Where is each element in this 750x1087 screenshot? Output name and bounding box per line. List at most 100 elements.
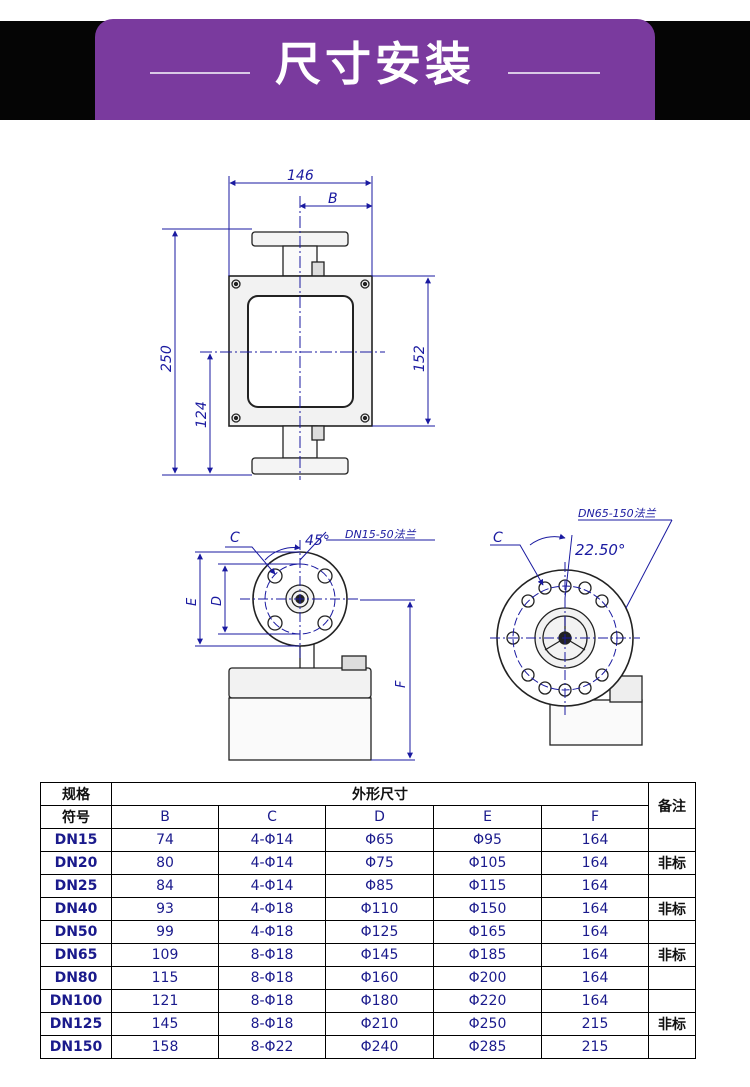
table-cell-c: 4-Φ14 <box>218 851 326 875</box>
table-cell-note <box>648 1035 696 1059</box>
header-spec-cell: 规格 <box>40 782 112 806</box>
table-cell-model: DN150 <box>40 1035 112 1059</box>
table-cell-f: 164 <box>541 828 649 852</box>
large-flange-dimensions <box>490 519 673 715</box>
column-header-c: C <box>218 805 326 829</box>
front-view-dimensions <box>162 176 435 480</box>
table-cell-c: 8-Φ18 <box>218 989 326 1013</box>
header-left-rule <box>150 72 250 74</box>
table-cell-d: Φ160 <box>325 966 434 990</box>
page-title: 尺寸安装 <box>275 37 475 91</box>
dim-124-label: 124 <box>194 401 210 428</box>
table-cell-b: 121 <box>111 989 219 1013</box>
table-cell-c: 8-Φ18 <box>218 966 326 990</box>
table-cell-b: 80 <box>111 851 219 875</box>
table-cell-d: Φ85 <box>325 874 434 898</box>
table-cell-model: DN100 <box>40 989 112 1013</box>
header-purple-tab <box>95 19 655 120</box>
small-flange-name-label: DN15-50法兰 <box>345 528 417 541</box>
table-cell-b: 109 <box>111 943 219 967</box>
table-cell-e: Φ250 <box>433 1012 542 1036</box>
table-cell-b: 145 <box>111 1012 219 1036</box>
table-cell-f: 164 <box>541 874 649 898</box>
large-flange-name-label: DN65-150法兰 <box>578 507 657 520</box>
table-cell-f: 164 <box>541 897 649 921</box>
table-cell-c: 4-Φ14 <box>218 828 326 852</box>
header-banner: 尺寸安装 <box>0 0 750 120</box>
table-cell-model: DN20 <box>40 851 112 875</box>
dim-250-label: 250 <box>159 345 175 372</box>
table-cell-e: Φ165 <box>433 920 542 944</box>
column-header-f: F <box>541 805 649 829</box>
table-cell-f: 164 <box>541 989 649 1013</box>
table-cell-e: Φ220 <box>433 989 542 1013</box>
table-cell-note: 非标 <box>648 851 696 875</box>
header-note-cell: 备注 <box>648 782 696 829</box>
large-flange-angle-label: 22.50° <box>575 541 625 559</box>
dimension-drawing: 146 B 250 124 152 <box>159 168 673 761</box>
table-cell-d: Φ180 <box>325 989 434 1013</box>
table-cell-e: Φ150 <box>433 897 542 921</box>
table-cell-e: Φ115 <box>433 874 542 898</box>
table-cell-f: 164 <box>541 920 649 944</box>
table-cell-d: Φ125 <box>325 920 434 944</box>
header-code-cell: 符号 <box>40 805 112 829</box>
table-cell-c: 8-Φ18 <box>218 943 326 967</box>
table-cell-c: 4-Φ14 <box>218 874 326 898</box>
table-cell-note: 非标 <box>648 1012 696 1036</box>
table-cell-b: 158 <box>111 1035 219 1059</box>
small-flange-d-label: D <box>210 596 225 606</box>
table-cell-f: 215 <box>541 1035 649 1059</box>
table-cell-d: Φ145 <box>325 943 434 967</box>
table-cell-f: 215 <box>541 1012 649 1036</box>
table-cell-note <box>648 989 696 1013</box>
table-cell-e: Φ105 <box>433 851 542 875</box>
small-flange-e-label: E <box>185 597 200 606</box>
table-cell-d: Φ210 <box>325 1012 434 1036</box>
table-cell-b: 115 <box>111 966 219 990</box>
table-cell-e: Φ200 <box>433 966 542 990</box>
table-cell-model: DN25 <box>40 874 112 898</box>
small-flange-dimensions <box>195 531 435 761</box>
table-cell-c: 8-Φ18 <box>218 1012 326 1036</box>
table-cell-model: DN80 <box>40 966 112 990</box>
small-flange-f-label: F <box>394 680 409 688</box>
table-cell-d: Φ75 <box>325 851 434 875</box>
column-header-e: E <box>433 805 542 829</box>
table-cell-e: Φ285 <box>433 1035 542 1059</box>
table-cell-b: 99 <box>111 920 219 944</box>
table-cell-note: 非标 <box>648 897 696 921</box>
table-cell-d: Φ240 <box>325 1035 434 1059</box>
table-cell-note <box>648 828 696 852</box>
dim-146-label: 146 <box>287 168 314 184</box>
table-cell-c: 8-Φ22 <box>218 1035 326 1059</box>
large-flange-c-label: C <box>493 530 503 546</box>
column-header-d: D <box>325 805 434 829</box>
table-cell-note: 非标 <box>648 943 696 967</box>
table-subheader-row: 符号 B C D E F <box>40 805 696 829</box>
dim-152-label: 152 <box>412 345 428 372</box>
header-dims-cell: 外形尺寸 <box>111 782 649 806</box>
table-cell-note <box>648 920 696 944</box>
large-flange-view <box>496 569 643 746</box>
table-cell-note <box>648 874 696 898</box>
table-cell-c: 4-Φ18 <box>218 920 326 944</box>
table-cell-b: 74 <box>111 828 219 852</box>
table-cell-model: DN40 <box>40 897 112 921</box>
table-cell-b: 84 <box>111 874 219 898</box>
table-cell-f: 164 <box>541 851 649 875</box>
table-cell-d: Φ110 <box>325 897 434 921</box>
table-cell-f: 164 <box>541 966 649 990</box>
small-flange-angle-label: 45° <box>305 533 330 549</box>
column-header-b: B <box>111 805 219 829</box>
